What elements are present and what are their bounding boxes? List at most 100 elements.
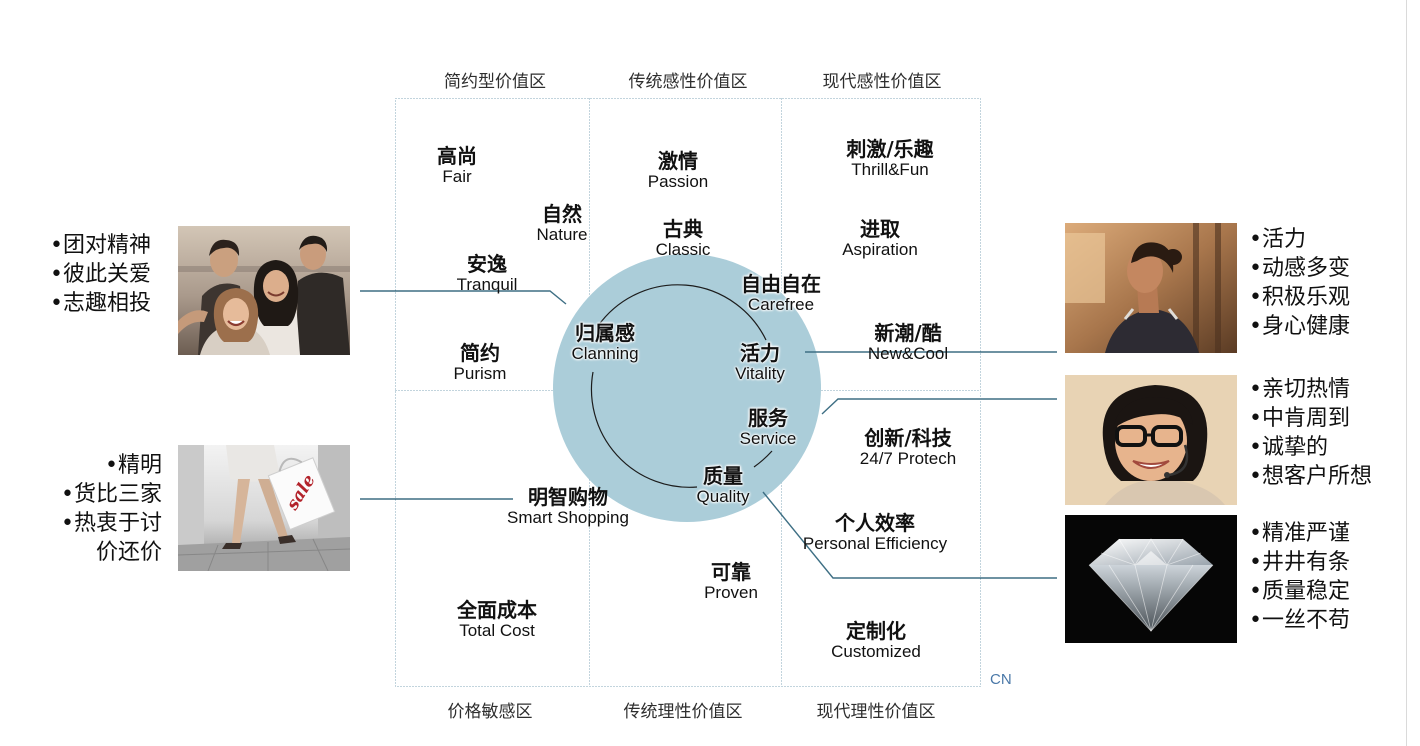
trait-item: •货比三家 bbox=[61, 482, 162, 507]
trait-item: •热衷于讨 bbox=[61, 511, 162, 536]
grid-frame bbox=[395, 98, 981, 687]
photo-fitness-image bbox=[1065, 223, 1237, 353]
trait-item: •彼此关爱 bbox=[50, 262, 151, 287]
value-carefree: 自由自在 Carefree bbox=[741, 272, 821, 315]
photo-fitness-woman bbox=[1065, 223, 1237, 353]
value-label-en: Quality bbox=[696, 487, 750, 506]
person-front bbox=[178, 288, 270, 355]
zone-footer-price-sensitive: 价格敏感区 bbox=[447, 702, 533, 722]
photo-diamond bbox=[1065, 515, 1237, 643]
value-label-en: Thrill&Fun bbox=[851, 160, 929, 179]
connector-lines bbox=[360, 290, 1057, 579]
value-label-zh: 简约 bbox=[460, 341, 500, 365]
value-label-zh: 服务 bbox=[748, 406, 788, 430]
photo-friends-image bbox=[178, 226, 350, 355]
person-back-right bbox=[296, 235, 350, 355]
value-label-zh: 安逸 bbox=[466, 252, 507, 276]
value-service: 服务 Service bbox=[739, 406, 797, 449]
value-new-cool: 新潮/酷 New&Cool bbox=[867, 321, 949, 364]
value-nature: 自然 Nature bbox=[536, 202, 587, 245]
value-label-en: Clanning bbox=[571, 344, 639, 363]
value-passion: 激情 Passion bbox=[647, 151, 709, 192]
value-label-zh: 古典 bbox=[662, 217, 703, 241]
trait-item: •一丝不苟 bbox=[1249, 608, 1350, 633]
window-light bbox=[1065, 233, 1105, 303]
trait-item: •积极乐观 bbox=[1249, 285, 1350, 310]
value-label-zh: 活力 bbox=[739, 341, 780, 365]
connector-quality bbox=[762, 491, 1057, 579]
value-label-en: Total Cost bbox=[459, 621, 535, 640]
value-clanning: 归属感 Clanning bbox=[571, 321, 639, 364]
trait-item: •动感多变 bbox=[1249, 256, 1350, 281]
value-label-zh: 质量 bbox=[702, 464, 743, 488]
value-total-cost: 全面成本 Total Cost bbox=[457, 598, 537, 641]
value-personal-efficiency: 个人效率 Personal Efficiency bbox=[803, 513, 947, 554]
core-arcs bbox=[590, 284, 773, 488]
trait-item: •想客户所想 bbox=[1249, 464, 1372, 489]
value-label-en: Fair bbox=[442, 167, 472, 186]
value-label-zh: 创新/科技 bbox=[864, 426, 952, 450]
value-label-zh: 可靠 bbox=[711, 560, 751, 584]
gym-bar-1 bbox=[1193, 223, 1199, 353]
photo-service-agent bbox=[1065, 375, 1237, 505]
trait-list-service: •亲切热情 •中肯周到 •诚挚的 •想客户所想 bbox=[1249, 375, 1372, 491]
zone-footer-modern-rational: 现代理性价值区 bbox=[816, 702, 936, 722]
photo-shopping-sale: sale bbox=[178, 445, 350, 571]
arc-lower-right bbox=[753, 450, 773, 468]
trait-item: •诚挚的 bbox=[1249, 435, 1328, 460]
trait-list-shopping: •精明 •货比三家 •热衷于讨 价还价 bbox=[61, 451, 162, 567]
trait-list-quality: •精准严谨 •井井有条 •质量稳定 •一丝不苟 bbox=[1249, 519, 1350, 635]
fitness-woman bbox=[1105, 242, 1199, 353]
value-aspiration: 进取 Aspiration bbox=[842, 217, 918, 260]
value-label-zh: 明智购物 bbox=[528, 485, 608, 509]
arc-lower-left bbox=[590, 371, 698, 488]
value-label-zh: 新潮/酷 bbox=[874, 321, 942, 345]
storefront-left bbox=[178, 445, 204, 545]
pavement bbox=[178, 537, 350, 571]
value-quality: 质量 Quality bbox=[696, 464, 750, 507]
trait-item: 价还价 bbox=[95, 540, 162, 565]
trait-item: •志趣相投 bbox=[50, 291, 151, 316]
value-purism: 简约 Purism bbox=[453, 341, 507, 384]
trait-list-team: •团对精神 •彼此关爱 •志趣相投 bbox=[50, 231, 151, 318]
photo-service-image bbox=[1065, 375, 1237, 505]
value-label-en: Vitality bbox=[735, 364, 785, 383]
value-label-en: Tranquil bbox=[456, 275, 518, 294]
zone-footer-traditional-rational: 传统理性价值区 bbox=[623, 702, 743, 722]
trait-item: •身心健康 bbox=[1249, 314, 1350, 339]
photo-shopping-image: sale bbox=[178, 445, 350, 571]
value-smart-shopping: 明智购物 Smart Shopping bbox=[507, 485, 629, 528]
value-label-zh: 归属感 bbox=[574, 321, 635, 345]
value-label-zh: 自然 bbox=[542, 202, 582, 226]
value-label-en: Purism bbox=[453, 364, 507, 383]
diamond-icon bbox=[1088, 538, 1214, 632]
arc-upper bbox=[597, 284, 767, 341]
value-label-en: Smart Shopping bbox=[507, 508, 629, 527]
shopping-bag bbox=[267, 457, 336, 531]
photo-friends-group bbox=[178, 226, 350, 355]
value-label-en: New&Cool bbox=[867, 344, 949, 363]
value-label-en: Proven bbox=[704, 583, 758, 602]
value-protech: 创新/科技 24/7 Protech bbox=[860, 426, 956, 469]
value-label-zh: 进取 bbox=[859, 217, 900, 241]
headset-icon bbox=[1164, 444, 1189, 478]
trait-list-vitality: •活力 •动感多变 •积极乐观 •身心健康 bbox=[1249, 225, 1350, 341]
trait-item: •精准严谨 bbox=[1249, 521, 1350, 546]
value-label-zh: 定制化 bbox=[845, 619, 906, 643]
photo-diamond-image bbox=[1065, 515, 1237, 643]
value-label-en: Classic bbox=[655, 240, 711, 259]
value-label-zh: 自由自在 bbox=[741, 272, 821, 296]
value-label-en: Customized bbox=[831, 642, 921, 661]
zone-header-simple: 简约型价值区 bbox=[444, 72, 546, 92]
trait-item: •中肯周到 bbox=[1249, 406, 1350, 431]
value-proven: 可靠 Proven bbox=[704, 560, 758, 603]
value-label-zh: 全面成本 bbox=[457, 598, 537, 622]
zone-header-modern-emotional: 现代感性价值区 bbox=[822, 72, 942, 92]
zone-header-traditional-emotional: 传统感性价值区 bbox=[628, 72, 748, 92]
value-label-en: Passion bbox=[647, 172, 709, 191]
value-label-en: Service bbox=[739, 429, 797, 448]
gym-bar-2 bbox=[1215, 223, 1221, 353]
value-vitality: 活力 Vitality bbox=[735, 341, 785, 384]
value-classic: 古典 Classic bbox=[655, 217, 711, 260]
